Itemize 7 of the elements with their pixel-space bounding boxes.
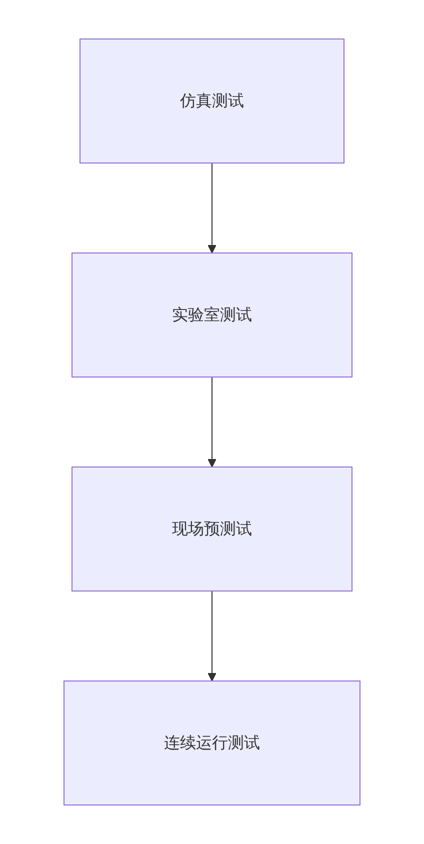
node-box: 现场预测试 bbox=[72, 466, 352, 592]
arrow bbox=[208, 376, 216, 468]
node-box: 连续运行测试 bbox=[64, 680, 360, 806]
arrow bbox=[208, 162, 216, 254]
arrow bbox=[208, 590, 216, 682]
node-box: 仿真测试 bbox=[80, 38, 344, 164]
node-box: 实验室测试 bbox=[72, 252, 352, 378]
